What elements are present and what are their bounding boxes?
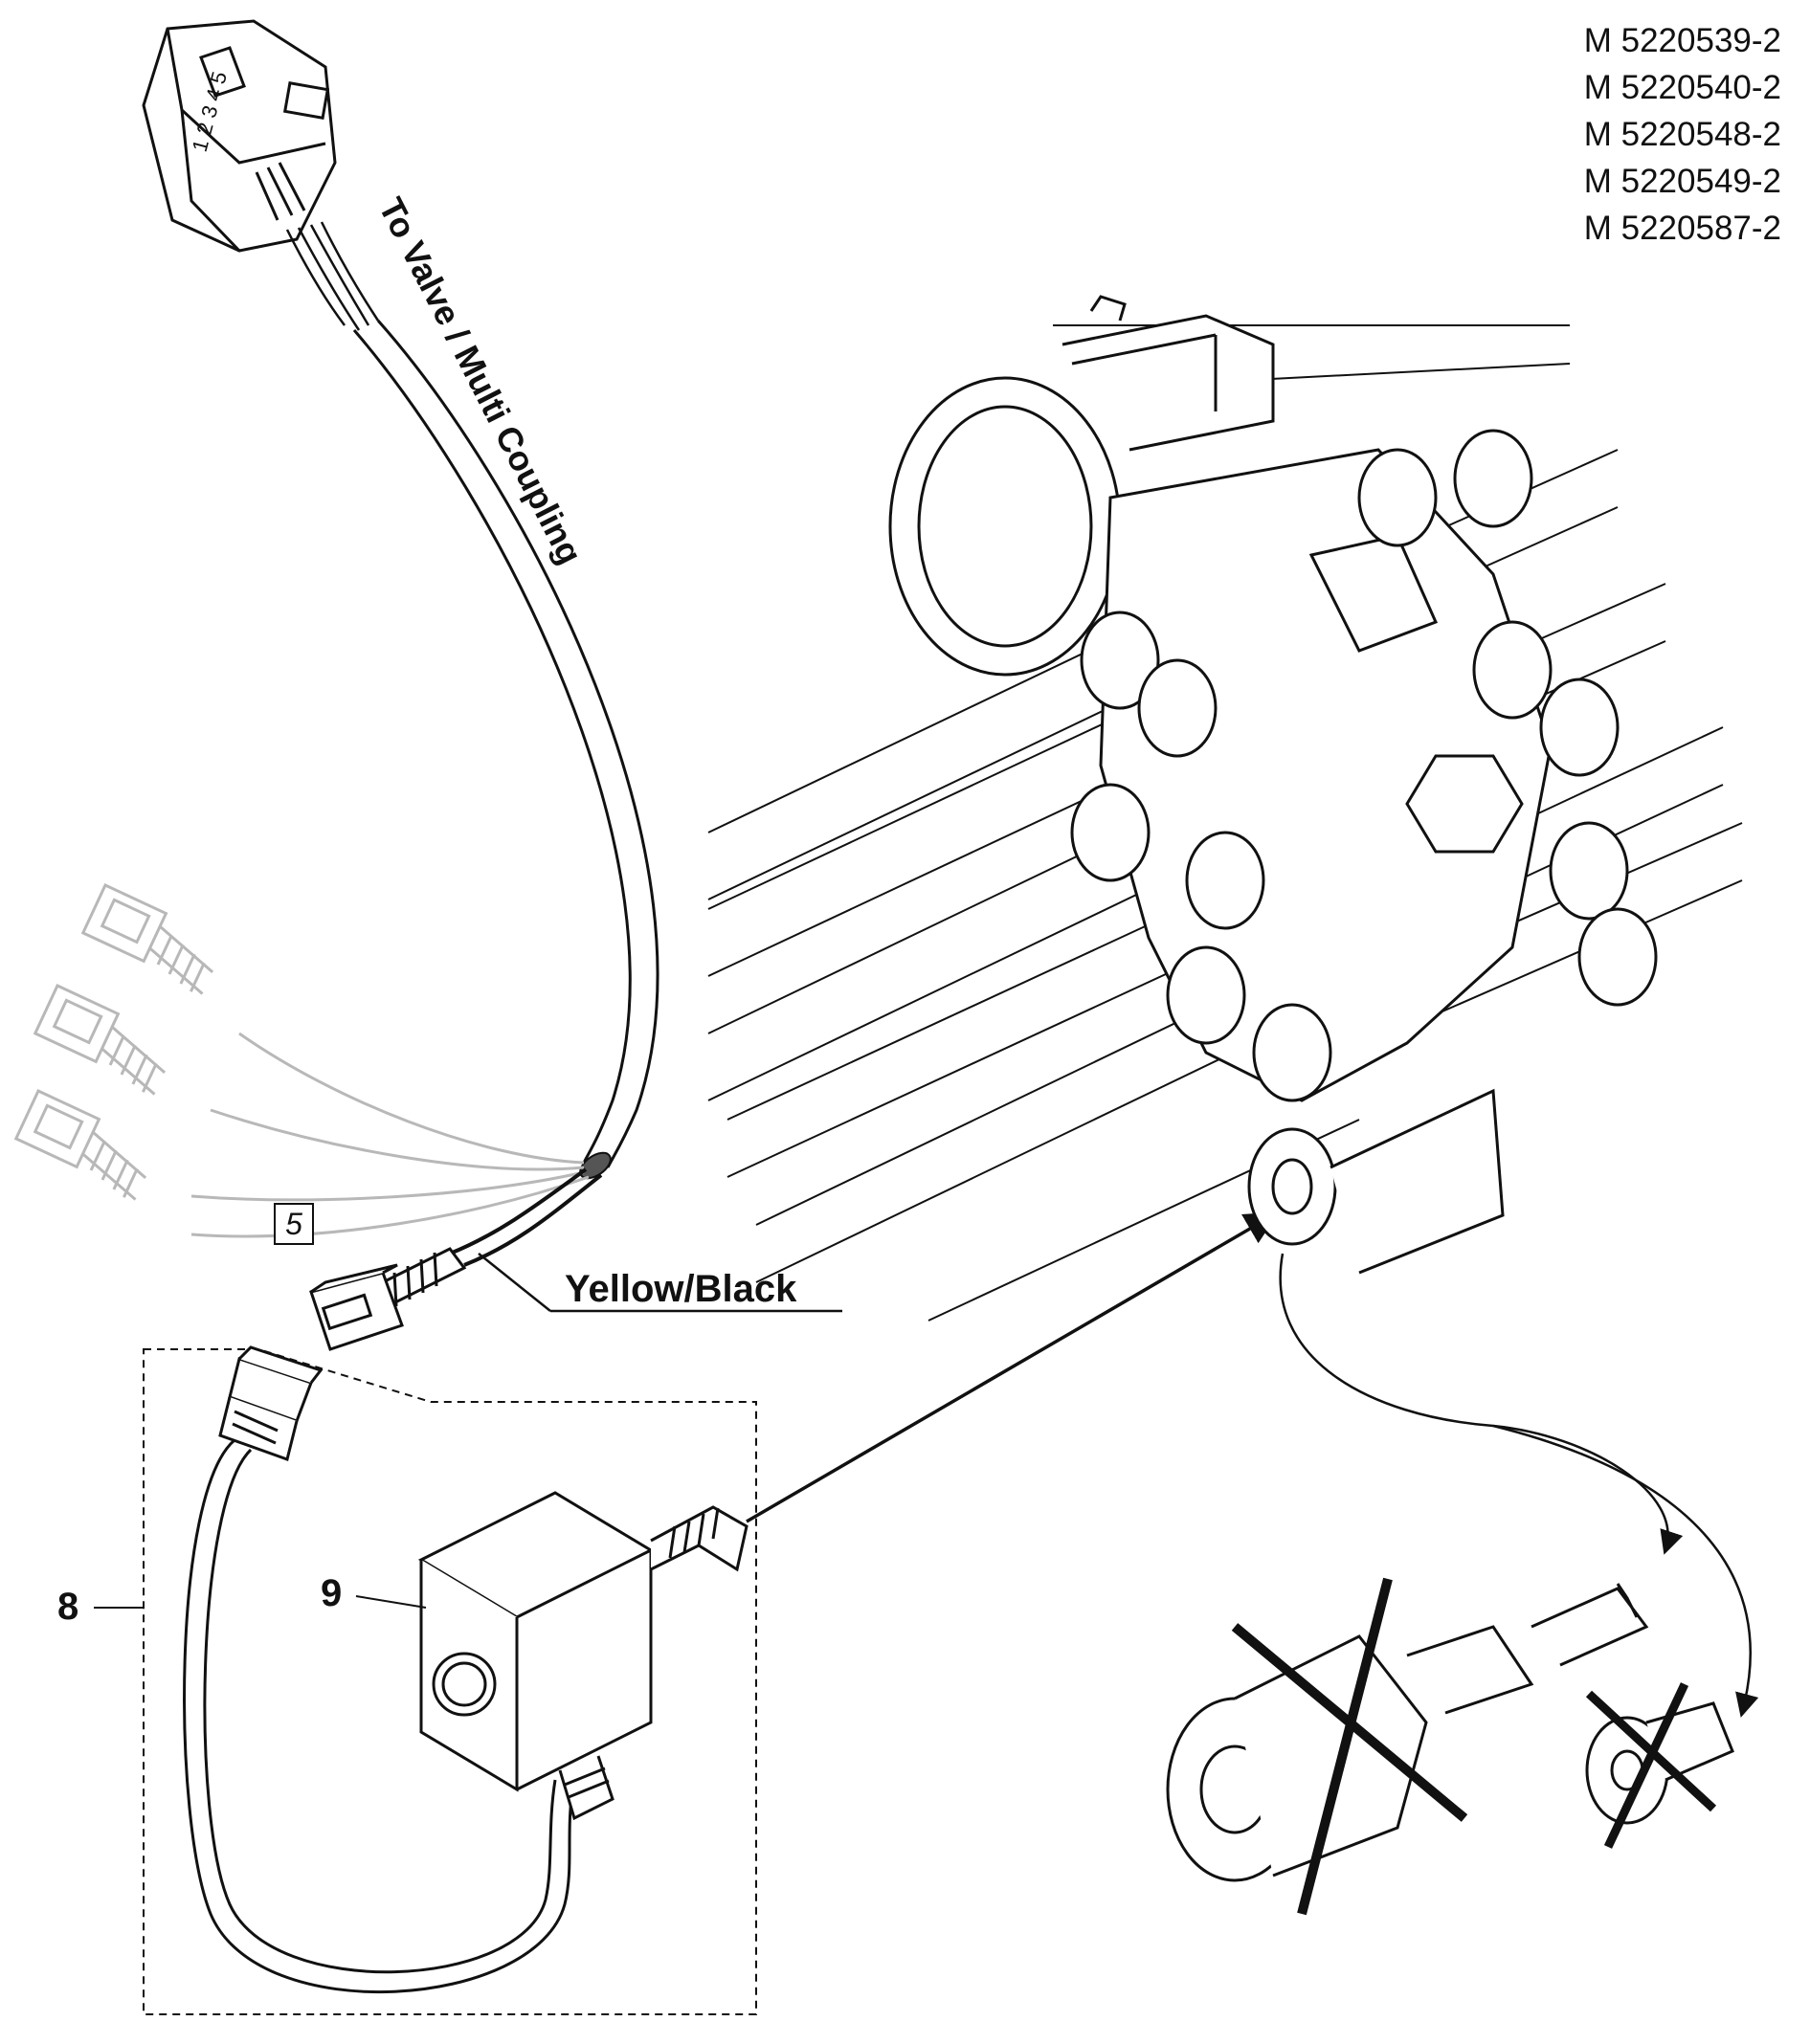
removed-coupler <box>1166 1583 1649 1882</box>
other-branch-connectors <box>13 883 590 1238</box>
model-number: M 5220540-2 <box>1583 69 1781 106</box>
removed-coupler-cross <box>1231 1577 1468 1916</box>
removal-arrows <box>1279 1253 1759 1718</box>
model-number: M 5220539-2 <box>1583 22 1781 59</box>
model-number: M 5220549-2 <box>1583 163 1781 200</box>
connector-wires <box>285 221 380 331</box>
removed-plug-cross <box>1585 1682 1717 1849</box>
wire-color-label: Yellow/Black <box>565 1268 797 1310</box>
multi-pin-connector: 1 2 3 4 5 <box>142 19 337 253</box>
callout-solenoid-9: 9 <box>321 1572 427 1614</box>
mating-connector <box>218 1345 324 1461</box>
callout-8-number: 8 <box>57 1586 78 1628</box>
wire-color-callout: Yellow/Black <box>478 1253 842 1313</box>
connector-5 <box>309 1247 467 1351</box>
callout-connector-5: 5 <box>274 1203 314 1245</box>
model-number: M 5220548-2 <box>1583 116 1781 153</box>
callout-5-number: 5 <box>285 1207 302 1241</box>
kit-cable <box>183 1438 576 1994</box>
main-cable <box>352 320 659 1168</box>
callout-9-number: 9 <box>321 1572 342 1614</box>
model-number: M 5220587-2 <box>1583 210 1781 247</box>
cable-sheath-end <box>579 1151 612 1180</box>
solenoid-coil <box>417 1491 749 1821</box>
callout-kit-8: 8 <box>57 1586 144 1628</box>
install-arrow <box>746 1211 1280 1523</box>
model-number-list: M 5220539-2 M 5220540-2 M 5220548-2 M 52… <box>1584 17 1781 252</box>
hydraulic-valve-block <box>707 295 1743 1322</box>
